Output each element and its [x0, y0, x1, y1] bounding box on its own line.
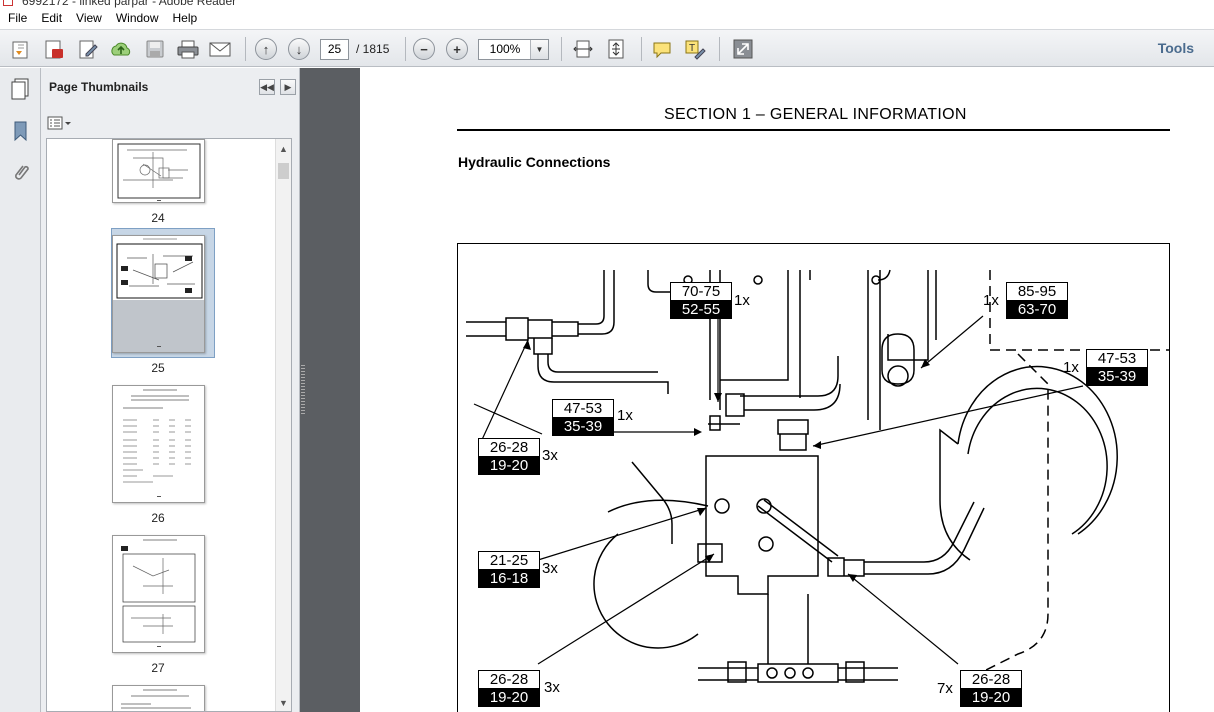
fit-width-icon[interactable]	[570, 36, 596, 62]
fit-page-icon[interactable]	[603, 36, 629, 62]
thumbnail-page-28[interactable]	[112, 685, 205, 711]
create-pdf-icon[interactable]	[41, 36, 67, 62]
bookmarks-icon[interactable]	[8, 118, 32, 144]
cloud-upload-icon[interactable]	[108, 36, 134, 62]
navigation-pane	[0, 68, 41, 712]
quantity-label: 1x	[617, 407, 633, 424]
highlight-icon[interactable]: T	[682, 36, 708, 62]
page-total-label: / 1815	[356, 42, 390, 56]
zoom-in-icon[interactable]: +	[444, 36, 470, 62]
attachments-icon[interactable]	[8, 160, 32, 186]
chevron-down-icon[interactable]: ▼	[530, 40, 548, 59]
page-thumbnails-panel: Page Thumbnails ◀◀ ▶ 24 25	[41, 68, 300, 712]
open-icon[interactable]	[8, 36, 34, 62]
toolbar: ↑ ↓ 25 / 1815 − + 100% ▼ T Tools	[0, 29, 1214, 67]
menu-help[interactable]: Help	[172, 11, 198, 25]
scroll-down-icon[interactable]: ▼	[279, 698, 288, 708]
comment-icon[interactable]	[649, 36, 675, 62]
menu-bar: File Edit View Window Help	[0, 8, 1214, 29]
page-number-input[interactable]: 25	[320, 39, 349, 60]
page-thumbnails-icon[interactable]	[8, 76, 32, 102]
expand-icon[interactable]	[730, 36, 756, 62]
svg-text:T: T	[689, 43, 695, 54]
quantity-label: 1x	[734, 292, 750, 309]
adobe-reader-icon	[3, 0, 13, 6]
thumbnail-page-26[interactable]	[112, 385, 205, 503]
quantity-label: 3x	[544, 679, 560, 696]
thumbnail-scrollbar[interactable]: ▲ ▼	[275, 139, 291, 711]
thumbnail-label: 24	[151, 211, 165, 225]
thumbnail-list[interactable]: 24 25 26	[46, 138, 292, 712]
thumbnail-page-24[interactable]	[112, 139, 205, 203]
options-menu-button[interactable]	[47, 114, 73, 132]
toolbar-separator	[641, 37, 642, 61]
menu-view[interactable]: View	[76, 11, 102, 25]
panel-title: Page Thumbnails	[49, 80, 149, 94]
scroll-up-icon[interactable]: ▲	[279, 144, 288, 154]
quantity-label: 1x	[1063, 359, 1079, 376]
collapse-panel-icon[interactable]: ◀◀	[259, 79, 275, 95]
next-page-icon[interactable]: ↓	[286, 36, 312, 62]
window-title: 6992172 - linked parpar - Adobe Reader	[22, 0, 237, 8]
section-title: SECTION 1 – GENERAL INFORMATION	[664, 106, 967, 123]
title-bar: 6992172 - linked parpar - Adobe Reader	[0, 0, 1214, 8]
document-background	[300, 68, 360, 712]
zoom-value[interactable]: 100%	[489, 42, 521, 56]
menu-edit[interactable]: Edit	[41, 11, 63, 25]
thumbnail-label: 25	[151, 361, 165, 375]
quantity-label: 3x	[542, 447, 558, 464]
scrollbar-thumb[interactable]	[278, 163, 289, 179]
toolbar-separator	[561, 37, 562, 61]
thumbnail-page-27[interactable]	[112, 535, 205, 653]
menu-file[interactable]: File	[8, 11, 28, 25]
print-icon[interactable]	[175, 36, 201, 62]
document-page: SECTION 1 – GENERAL INFORMATION Hydrauli…	[360, 68, 1214, 712]
section-divider	[457, 129, 1170, 131]
quantity-label: 3x	[542, 560, 558, 577]
toolbar-separator	[245, 37, 246, 61]
tools-button[interactable]: Tools	[1157, 40, 1194, 56]
menu-window[interactable]: Window	[115, 11, 159, 25]
quantity-label: 1x	[983, 292, 999, 309]
hydraulic-line-drawing	[466, 269, 1169, 683]
panel-resize-handle[interactable]	[301, 365, 305, 415]
zoom-select[interactable]: 100% ▼	[478, 39, 549, 60]
zoom-out-icon[interactable]: −	[411, 36, 437, 62]
toolbar-separator	[719, 37, 720, 61]
expand-panel-icon[interactable]: ▶	[280, 79, 296, 95]
page-subheading: Hydraulic Connections	[458, 154, 611, 170]
toolbar-separator	[405, 37, 406, 61]
thumbnail-page-25[interactable]	[112, 235, 205, 353]
thumbnail-label: 26	[151, 511, 165, 525]
email-icon[interactable]	[207, 36, 233, 62]
quantity-label: 7x	[937, 680, 953, 697]
edit-icon[interactable]	[75, 36, 101, 62]
save-icon[interactable]	[142, 36, 168, 62]
thumbnail-label: 27	[151, 661, 165, 675]
prev-page-icon[interactable]: ↑	[253, 36, 279, 62]
